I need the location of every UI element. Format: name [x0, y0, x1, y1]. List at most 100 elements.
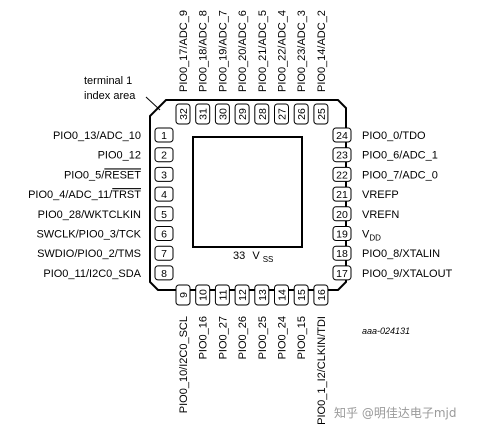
pin-23-number: 23 — [336, 150, 348, 162]
pin-31-pad — [195, 103, 211, 125]
pin-15-label: PIO0_15 — [296, 316, 308, 359]
pin-21-number: 21 — [336, 189, 348, 201]
pin-5-pad — [154, 206, 174, 222]
left-pins: 1PIO0_13/ADC_102PIO0_123PIO0_5/RESET4PIO… — [28, 127, 174, 281]
pin-8-pad — [154, 265, 174, 281]
pin-9-number: 9 — [178, 292, 190, 298]
center-label: 33 V SS — [233, 250, 273, 264]
pin-4-label: PIO0_4/ADC_11/TRST — [28, 189, 141, 201]
pin-5-number: 5 — [161, 209, 167, 221]
pin-23-pad — [332, 147, 352, 163]
center-pad — [192, 136, 303, 248]
pin-2-label: PIO0_12 — [98, 150, 141, 162]
pin-32-pad — [175, 103, 191, 125]
pin-24-pad — [332, 127, 352, 143]
pin-10-number: 10 — [198, 289, 210, 301]
pin-27-pad — [274, 103, 289, 125]
pin-28-number: 28 — [257, 108, 269, 120]
index-leader-line — [145, 96, 161, 111]
pin-15-pad — [293, 284, 309, 306]
pin-7-number: 7 — [161, 248, 167, 260]
top-pins: 32PIO0_17/ADC_931PIO0_18/ADC_830PIO0_19/… — [175, 10, 329, 125]
pin-19-number: 19 — [336, 229, 348, 241]
pin-32-number: 32 — [178, 108, 190, 120]
pin-31-number: 31 — [198, 108, 210, 120]
pin-25-number: 25 — [316, 108, 328, 120]
pin-30-pad — [214, 103, 230, 125]
pin-18-number: 18 — [336, 248, 348, 260]
pin-8-number: 8 — [161, 268, 167, 280]
pin-20-pad — [332, 206, 352, 222]
pin-26-label: PIO0_23/ADC_3 — [296, 10, 308, 92]
pin-18-pad — [332, 245, 352, 261]
pin-3-pad — [154, 166, 174, 182]
pin-8-label: PIO0_11/I2C0_SDA — [43, 268, 141, 280]
pin-11-label: PIO0_27 — [217, 316, 229, 359]
pin-29-number: 29 — [237, 108, 249, 120]
pin-30-label: PIO0_19/ADC_7 — [217, 10, 229, 92]
pin-25-pad — [313, 103, 329, 125]
pin-3-label: PIO0_5/RESET — [64, 169, 141, 181]
pin-26-pad — [293, 103, 309, 125]
pin-13-number: 13 — [257, 289, 269, 301]
pin-21-pad — [332, 186, 352, 202]
index-label-line-1: terminal 1 — [84, 75, 132, 87]
pin-3-number: 3 — [161, 169, 167, 181]
pin-16-label: PIO0_1_I2/CLKIN/TDI — [316, 316, 328, 425]
index-label-line-2: index area — [84, 90, 136, 102]
center-vss-subscript: SS — [263, 255, 274, 264]
pin-23-label: PIO0_6/ADC_1 — [362, 150, 438, 162]
pin-6-label: SWCLK/PIO0_3/TCK — [36, 229, 141, 241]
pin-7-label: SWDIO/PIO0_2/TMS — [37, 248, 141, 260]
pin-14-pad — [274, 284, 289, 306]
pin-1-number: 1 — [161, 130, 167, 142]
pin-9-pad — [175, 284, 191, 306]
pin-22-pad — [332, 166, 352, 182]
pin-28-label: PIO0_21/ADC_5 — [257, 10, 269, 92]
pin-1-pad — [154, 127, 174, 143]
pin-10-pad — [195, 284, 211, 306]
pin-6-pad — [154, 226, 174, 241]
pin-6-number: 6 — [161, 229, 167, 241]
pin-17-pad — [332, 265, 352, 281]
pin-32-label: PIO0_17/ADC_9 — [178, 10, 190, 92]
pin-2-pad — [154, 147, 174, 163]
figure-id: aaa-024131 — [362, 326, 410, 336]
pin-17-label: PIO0_9/XTALOUT — [362, 268, 453, 280]
pin-27-label: PIO0_22/ADC_4 — [277, 10, 289, 92]
pin-30-number: 30 — [217, 108, 229, 120]
pin-20-label: VREFN — [362, 209, 399, 221]
pin-14-label: PIO0_24 — [277, 316, 289, 359]
pin-17-number: 17 — [336, 268, 348, 280]
pin-14-number: 14 — [277, 289, 289, 301]
pin-16-number: 16 — [316, 289, 328, 301]
pin-22-number: 22 — [336, 169, 348, 181]
pin-29-pad — [234, 103, 250, 125]
pin-11-pad — [214, 284, 230, 306]
pin-12-number: 12 — [237, 289, 249, 301]
pin-13-label: PIO0_25 — [257, 316, 269, 359]
pin-19-pad — [332, 226, 352, 241]
watermark: 知乎 @明佳达电子mjd — [334, 406, 456, 420]
pin-1-label: PIO0_13/ADC_10 — [53, 130, 141, 142]
pin-12-label: PIO0_26 — [237, 316, 249, 359]
pin-28-pad — [254, 103, 270, 125]
center-vss: V — [252, 250, 260, 262]
pin-13-pad — [254, 284, 270, 306]
pin-20-number: 20 — [336, 209, 348, 221]
center-pin-number: 33 — [233, 250, 245, 262]
pin-18-label: PIO0_8/XTALIN — [362, 248, 440, 260]
pin-25-label: PIO0_14/ADC_2 — [316, 10, 328, 92]
pin-9-label: PIO0_10/I2C0_SCL — [178, 316, 190, 413]
pin-24-number: 24 — [336, 130, 348, 142]
pin-19-label: VDD — [362, 229, 381, 243]
pin-4-pad — [154, 186, 174, 202]
pin-4-number: 4 — [161, 189, 167, 201]
pin-24-label: PIO0_0/TDO — [362, 130, 426, 142]
pin-27-number: 27 — [277, 108, 289, 120]
pin-12-pad — [234, 284, 250, 306]
pin-11-number: 11 — [217, 289, 229, 300]
pin-5-label: PIO0_28/WKTCLKIN — [38, 209, 141, 221]
